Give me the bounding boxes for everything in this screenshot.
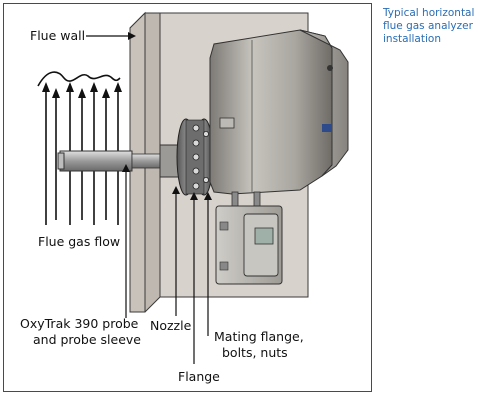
label-mating-flange-line2: bolts, nuts bbox=[222, 345, 288, 360]
leader-arrowheads bbox=[122, 32, 212, 200]
leader-lines bbox=[86, 35, 209, 364]
connector-left bbox=[231, 191, 239, 207]
flange-bolts bbox=[192, 124, 209, 190]
housing-latch bbox=[219, 117, 235, 129]
control-box-gland-top bbox=[219, 221, 229, 231]
control-box-gland-bottom bbox=[219, 261, 229, 271]
label-probe-line2: and probe sleeve bbox=[33, 332, 141, 347]
label-mating-flange-line1: Mating flange, bbox=[214, 329, 304, 344]
probe-tip bbox=[57, 152, 65, 170]
control-box-display bbox=[254, 227, 274, 245]
probe-sleeve bbox=[59, 150, 133, 172]
label-probe-line1: OxyTrak 390 probe bbox=[20, 316, 139, 331]
analyzer-housing-side bbox=[299, 29, 349, 177]
label-flange: Flange bbox=[178, 369, 220, 384]
label-nozzle: Nozzle bbox=[150, 318, 192, 333]
diagram-caption: Typical horizontal flue gas analyzer ins… bbox=[383, 7, 475, 45]
connector-right bbox=[253, 191, 261, 207]
housing-logo bbox=[322, 124, 332, 132]
label-flue-gas-flow: Flue gas flow bbox=[38, 234, 120, 249]
control-box-door bbox=[243, 213, 279, 277]
housing-screw bbox=[327, 65, 333, 71]
label-flue-wall: Flue wall bbox=[30, 28, 85, 43]
analyzer-housing bbox=[209, 29, 333, 195]
flow-arrowheads bbox=[42, 82, 122, 98]
